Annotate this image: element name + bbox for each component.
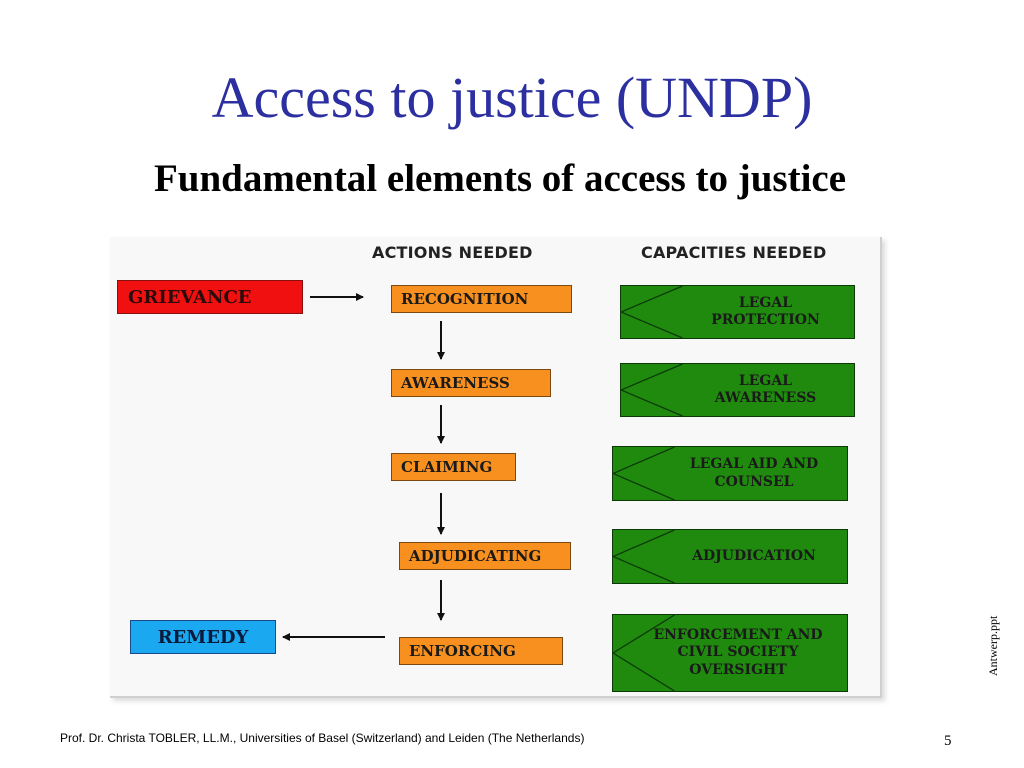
capacity-adjudication: ADJUDICATION — [612, 529, 848, 584]
footer-credit: Prof. Dr. Christa TOBLER, LL.M., Univers… — [60, 731, 585, 745]
access-to-justice-diagram: ACTIONS NEEDED CAPACITIES NEEDED GRIEVAN… — [110, 237, 882, 698]
capacity-chevron-icon — [621, 364, 683, 416]
capacity-chevron-icon — [621, 286, 683, 338]
capacity-chevron-icon — [613, 447, 675, 500]
capacities-needed-header: CAPACITIES NEEDED — [641, 243, 827, 262]
page-number: 5 — [944, 733, 952, 749]
capacity-label: ADJUDICATION — [692, 547, 816, 564]
action-recognition: RECOGNITION — [391, 285, 572, 313]
slide-title: Access to justice (UNDP) — [211, 65, 813, 130]
capacity-legal-aid: LEGAL AID AND COUNSEL — [612, 446, 848, 501]
file-name-label: Antwerp.ppt — [986, 615, 1000, 676]
actions-needed-header: ACTIONS NEEDED — [372, 243, 533, 262]
capacity-label: LEGAL AWARENESS — [714, 372, 817, 407]
grievance-box: GRIEVANCE — [117, 280, 303, 314]
action-enforcing: ENFORCING — [399, 637, 563, 665]
action-claiming: CLAIMING — [391, 453, 516, 481]
capacity-chevron-icon — [613, 615, 675, 691]
action-awareness: AWARENESS — [391, 369, 551, 397]
capacity-legal-protection: LEGAL PROTECTION — [620, 285, 855, 339]
slide-subtitle: Fundamental elements of access to justic… — [153, 157, 847, 200]
capacity-label: LEGAL PROTECTION — [711, 294, 820, 329]
action-adjudicating: ADJUDICATING — [399, 542, 571, 570]
remedy-box: REMEDY — [130, 620, 276, 654]
capacity-label: LEGAL AID AND COUNSEL — [689, 456, 819, 490]
capacity-label: ENFORCEMENT AND CIVIL SOCIETY OVERSIGHT — [653, 626, 823, 678]
capacity-enforcement: ENFORCEMENT AND CIVIL SOCIETY OVERSIGHT — [612, 614, 848, 692]
capacity-legal-awareness: LEGAL AWARENESS — [620, 363, 855, 417]
capacity-chevron-icon — [613, 530, 675, 583]
